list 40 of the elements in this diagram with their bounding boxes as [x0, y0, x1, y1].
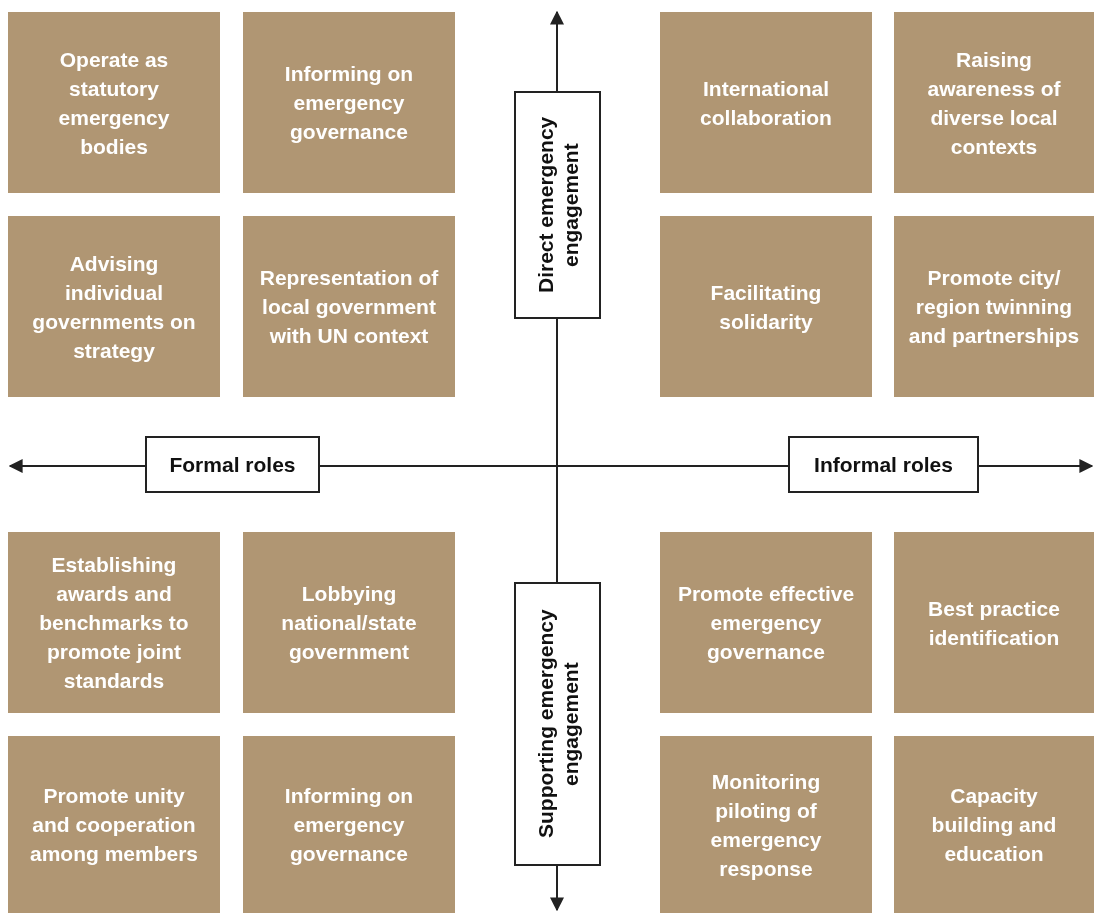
role-box — [894, 532, 1094, 713]
role-text: Establishing awards and benchmarks to promote joint standards — [38, 552, 190, 694]
axis-label: Supporting emergency engagement — [532, 608, 583, 841]
role-box — [894, 12, 1094, 193]
role-text: Facilitating solidarity — [709, 279, 823, 335]
role-box — [8, 216, 220, 397]
role-text: International collaboration — [699, 75, 833, 131]
role-text: Best practice identification — [927, 595, 1061, 651]
axis-label: Informal roles — [814, 452, 953, 477]
role-box — [243, 12, 455, 193]
role-box — [894, 216, 1094, 397]
role-box — [660, 216, 872, 397]
role-text: Promote effective emergency governance — [676, 581, 856, 665]
role-box — [8, 736, 220, 913]
role-text: Raising awareness of diverse local contexts — [926, 46, 1062, 160]
axis-label: Formal roles — [169, 452, 296, 477]
role-box — [243, 532, 455, 713]
role-box — [660, 532, 872, 713]
role-box — [894, 736, 1094, 913]
role-text: Operate as statutory emergency bodies — [57, 46, 171, 160]
role-text: Monitoring piloting of emergency response — [709, 768, 823, 882]
role-box — [660, 736, 872, 913]
role-text: Lobbying national/state government — [280, 581, 418, 665]
role-box — [243, 216, 455, 397]
axis-label-box — [514, 582, 601, 866]
role-box — [8, 12, 220, 193]
axis-label-box — [788, 436, 979, 493]
role-text: Promote city/ region twinning and partnerships — [908, 265, 1080, 349]
role-box — [243, 736, 455, 913]
axis-label-box — [514, 91, 601, 319]
role-text: Representation of local government with UN context — [258, 265, 440, 349]
role-text: Promote unity and cooperation among members — [28, 783, 200, 867]
role-box — [8, 532, 220, 713]
role-text: Advising individual governments on strategy — [31, 250, 197, 364]
axis-label: Direct emergency engagement — [532, 115, 583, 296]
role-text: Informing on emergency governance — [283, 783, 415, 867]
axis-label-box — [145, 436, 320, 493]
role-text: Capacity building and education — [930, 783, 1058, 867]
role-text: Informing on emergency governance — [283, 61, 415, 145]
role-box — [660, 12, 872, 193]
